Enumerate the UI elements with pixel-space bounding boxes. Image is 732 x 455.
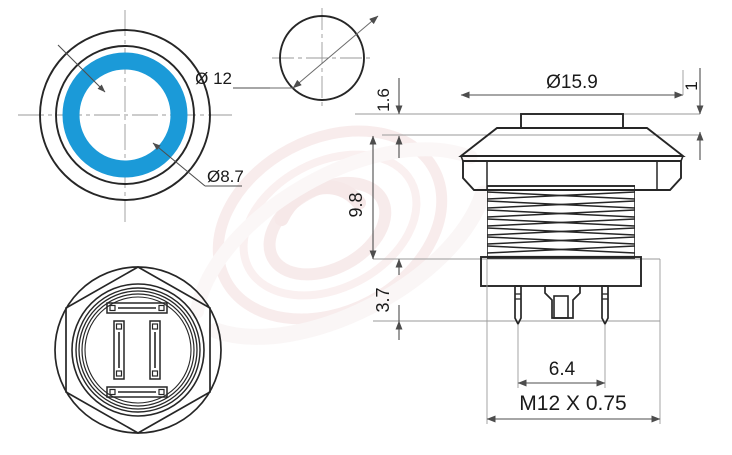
dim-dia-15-9: Ø15.9 xyxy=(460,72,684,99)
side-terminals xyxy=(514,285,609,326)
dim-thread-spec: M12 X 0.75 xyxy=(486,259,661,424)
dim-height-9-8: 9.8 xyxy=(346,135,377,260)
terminal-pin-left xyxy=(514,285,522,326)
dim-label-dia-15-9: Ø15.9 xyxy=(546,72,598,93)
dim-height-1-6: 1.6 xyxy=(374,78,403,158)
button-face-view: Ø 12 xyxy=(195,8,379,110)
terminal-center-lug xyxy=(544,285,581,319)
front-view: Ø8.7 xyxy=(18,10,244,222)
dim-pin-pitch-6-4: 6.4 xyxy=(517,324,606,388)
threaded-body xyxy=(487,185,635,259)
dim-label-dia-12: Ø 12 xyxy=(195,69,232,88)
rear-terminal-pads xyxy=(106,302,168,398)
rear-ring-4 xyxy=(81,293,195,407)
hex-nut-outline xyxy=(65,266,211,434)
bezel-bevel xyxy=(458,127,686,157)
dim-label-pin-pitch: 6.4 xyxy=(549,359,576,380)
led-ring xyxy=(62,52,188,178)
dim-label-height-1-6: 1.6 xyxy=(374,88,393,112)
terminal-pad-top xyxy=(106,302,168,314)
dim-dia-8-7: Ø8.7 xyxy=(152,142,244,187)
rear-ring-3 xyxy=(78,290,198,410)
dim-height-1: 1 xyxy=(682,68,704,160)
led-ring-leader-upper xyxy=(57,44,106,93)
front-bezel-inner-circle xyxy=(55,45,195,185)
rear-ring-1 xyxy=(71,283,205,417)
rear-view xyxy=(54,266,222,434)
side-section-view: Ø15.9 1 1.6 9.8 3.7 xyxy=(346,68,704,424)
dim-dia-12: Ø 12 xyxy=(195,15,379,89)
front-view-centerlines xyxy=(18,10,232,222)
dim-label-thread-spec: M12 X 0.75 xyxy=(519,392,626,415)
dim-label-dia-8-7: Ø8.7 xyxy=(207,167,244,186)
terminal-pad-left xyxy=(113,320,125,380)
rear-ring-5 xyxy=(84,296,192,404)
terminal-pin-right xyxy=(601,285,609,326)
watermark xyxy=(190,125,492,345)
dim-height-3-7: 3.7 xyxy=(373,258,403,340)
dim-label-height-3-7: 3.7 xyxy=(373,287,393,312)
terminal-pad-right xyxy=(149,320,161,380)
terminal-pad-bottom xyxy=(106,386,168,398)
dim-label-height-1: 1 xyxy=(682,81,701,90)
rear-ring-2 xyxy=(75,287,201,413)
front-bezel-outer-circle xyxy=(39,29,211,201)
dim-label-height-9-8: 9.8 xyxy=(346,192,366,217)
hex-nut-side xyxy=(462,160,682,191)
